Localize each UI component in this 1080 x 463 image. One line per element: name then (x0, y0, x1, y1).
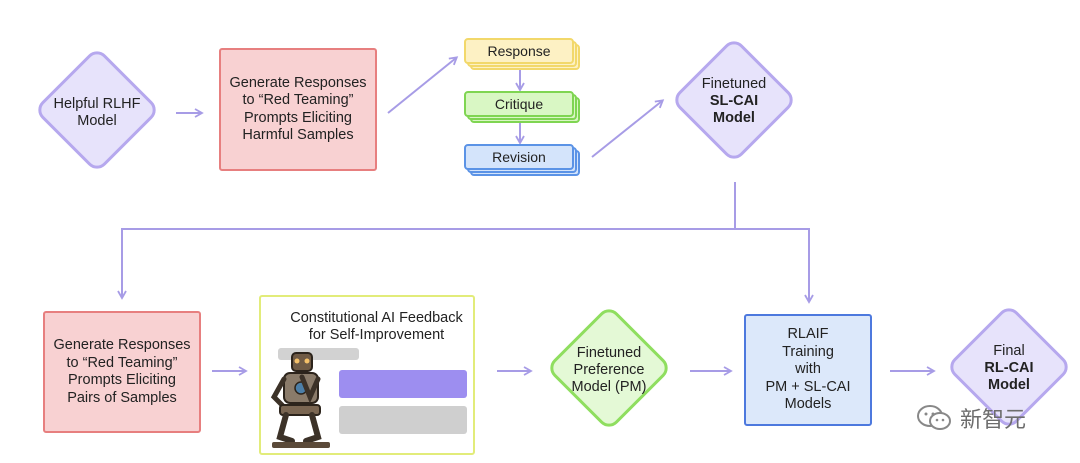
arrow-revision-to-slcai (591, 99, 665, 158)
constitutional-ai-feedback-panel: Constitutional AI Feedback for Self-Impr… (259, 295, 475, 455)
arrow-slcai-branch (117, 182, 736, 300)
helpful-rlhf-model-label: Helpful RLHF Model (53, 96, 141, 129)
response-bubble-a (339, 370, 467, 398)
critique-stack: Critique (464, 91, 580, 123)
robot-thinker-icon (270, 352, 330, 448)
finetuned-slcai-line2: SL-CAI (709, 92, 759, 109)
rlaif-training-box: RLAIF Training with PM + SL-CAI Models (744, 314, 872, 426)
response-bubble-b (339, 406, 467, 434)
wechat-icon (917, 405, 951, 430)
finetuned-slcai-line3: Model (713, 109, 755, 126)
arrow-generate-to-response (387, 56, 459, 114)
final-rlcai-model-label: Final RL-CAI Model (949, 341, 1069, 395)
generate-pairs-box: Generate Responses to “Red Teaming” Prom… (43, 311, 201, 433)
arrow-slcai-to-rlaif (735, 228, 814, 304)
finetuned-slcai-model-label: Finetuned SL-CAI Model (674, 74, 794, 128)
response-label: Response (464, 38, 574, 64)
watermark-text: 新智元 (960, 408, 1027, 433)
generate-harmful-samples-box: Generate Responses to “Red Teaming” Prom… (219, 48, 377, 171)
watermark: 新智元 (916, 401, 1056, 435)
revision-stack: Revision (464, 144, 580, 176)
response-stack: Response (464, 38, 580, 70)
revision-label: Revision (464, 144, 574, 170)
finetuned-slcai-line1: Finetuned (701, 75, 767, 92)
final-rlcai-line2: RL-CAI (984, 359, 1034, 376)
preference-model-label: Finetuned Preference Model (PM) (571, 344, 647, 395)
critique-label: Critique (464, 91, 574, 117)
feedback-title: Constitutional AI Feedback for Self-Impr… (290, 310, 463, 343)
final-rlcai-line1: Final (993, 342, 1025, 359)
final-rlcai-line3: Model (988, 376, 1030, 393)
